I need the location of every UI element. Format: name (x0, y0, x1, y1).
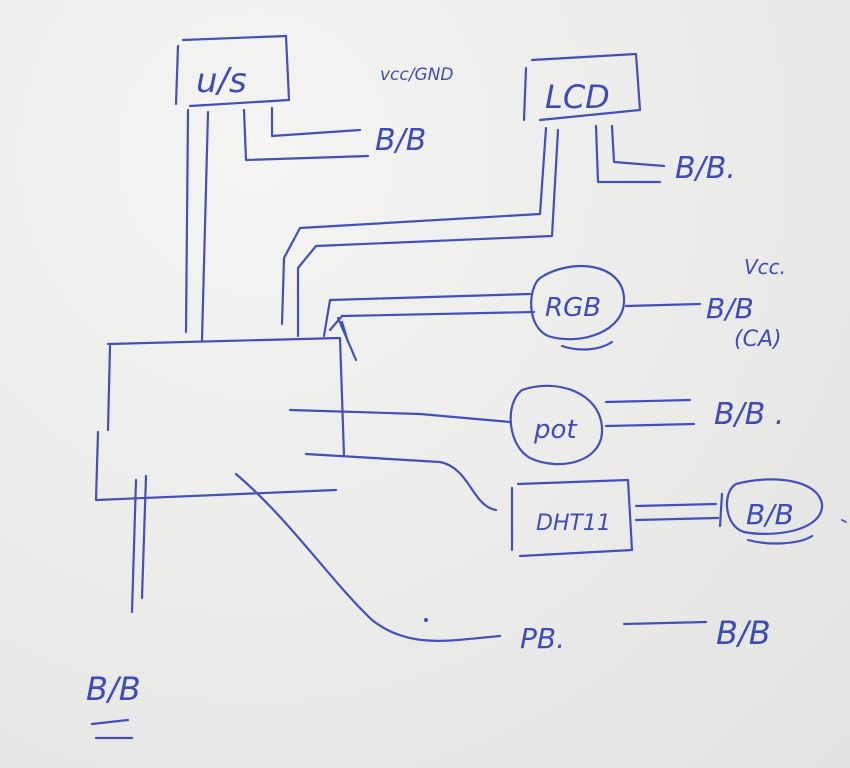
pushbutton-label: PB. (520, 622, 565, 655)
dht-mcu-wire (304, 452, 498, 512)
ultrasonic-bb-wire (242, 106, 370, 162)
rgb-vcc-note: Vcc. (744, 255, 786, 279)
dht11-sensor: DHT11 (510, 478, 634, 558)
microcontroller-outline (94, 336, 346, 502)
ground-mark (90, 718, 134, 740)
lcd-module: LCD (522, 52, 642, 122)
pot-mcu-wire (288, 408, 512, 424)
rgb-bb-wire (624, 302, 702, 308)
ink-dot (424, 618, 428, 622)
pot-label: pot (533, 415, 577, 445)
rgb-label: RGB (545, 293, 601, 323)
mcu-bb-wire (130, 474, 148, 614)
ultrasonic-bb-note: B/B (375, 123, 426, 158)
lcd-box (522, 52, 642, 122)
dht-breadboard: B/B (725, 478, 824, 545)
pot-outline (509, 384, 604, 466)
lcd-bb-wire (594, 124, 666, 184)
ultrasonic-sensor: u/s (174, 34, 291, 108)
ultrasonic-box (174, 34, 291, 108)
pushbutton-bb-note: B/B (716, 614, 771, 652)
ultrasonic-label: u/s (196, 61, 247, 101)
lcd-mcu-wire (280, 126, 560, 338)
rgb-bb-note: B/B (706, 292, 754, 325)
rgb-outline (530, 264, 626, 351)
rgb-led: RGB (530, 264, 626, 351)
dht-bb-wire (634, 492, 724, 528)
pushbutton-mcu-wire (234, 472, 502, 642)
ultrasonic-mcu-wire (184, 108, 210, 342)
dht-bb-outline (725, 478, 824, 545)
pot-bb-note: B/B . (714, 397, 784, 432)
margin-mark (841, 519, 847, 523)
rgb-ca-note: (CA) (734, 327, 782, 352)
dht-label: DHT11 (536, 511, 611, 536)
pot-bb-wire (604, 398, 696, 428)
dht-box (510, 478, 634, 558)
rgb-mcu-wire (322, 292, 536, 362)
ultrasonic-power-note: vcc/GND (380, 65, 453, 85)
dht-bb-note: B/B (746, 498, 794, 531)
potentiometer: pot (509, 384, 604, 466)
lcd-label: LCD (545, 78, 610, 116)
mcu-bb-note: B/B (86, 670, 141, 708)
pushbutton-bb-wire (622, 620, 708, 626)
lcd-bb-note: B/B. (675, 151, 736, 186)
